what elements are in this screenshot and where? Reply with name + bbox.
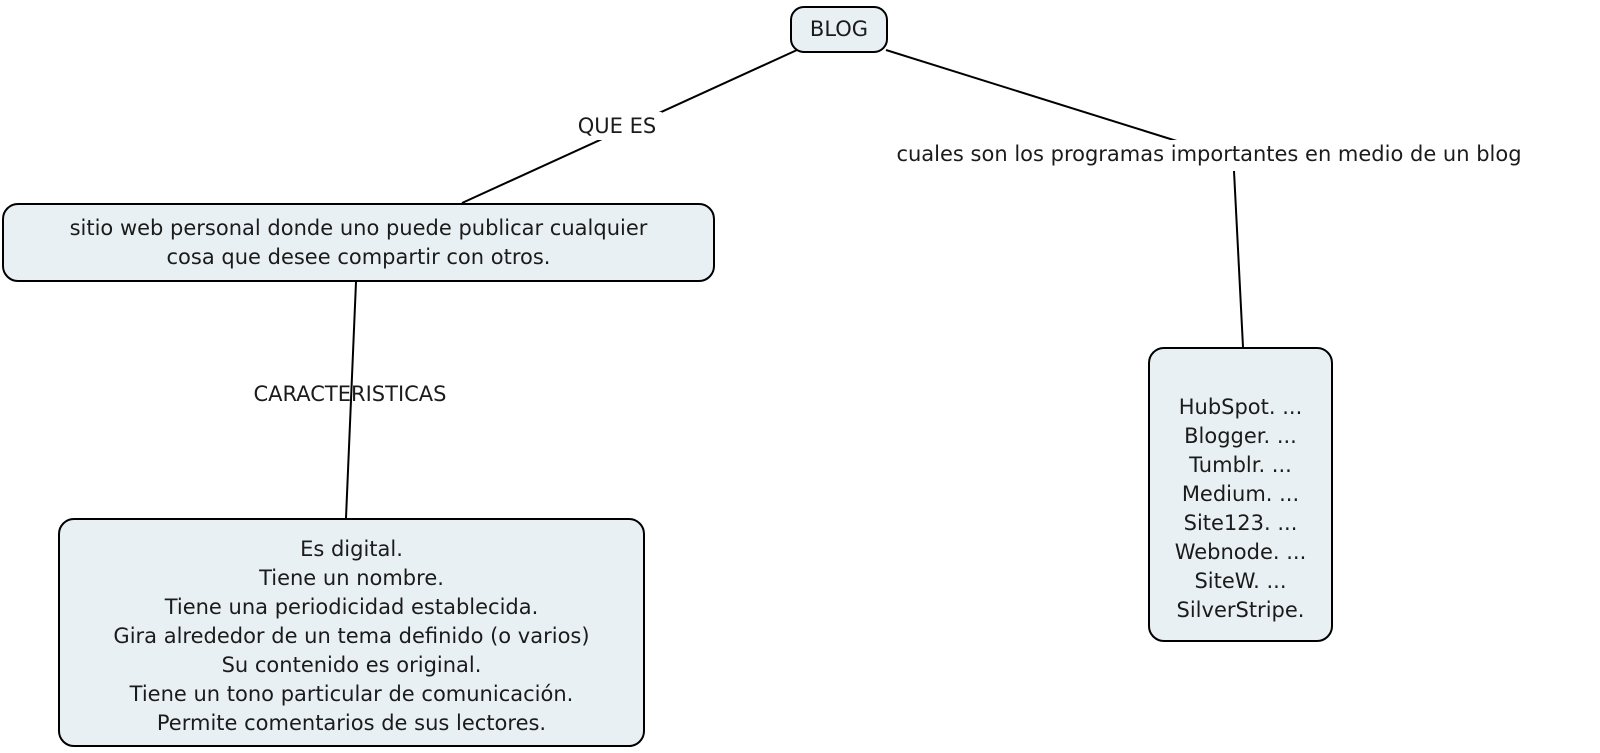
edge-line-programas-lower [1233, 170, 1244, 348]
concept-node-definition[interactable]: sitio web personal donde uno puede publi… [2, 203, 715, 282]
programa-item: Blogger. ... [1184, 424, 1297, 448]
programa-item: HubSpot. ... [1178, 395, 1303, 419]
programa-item: SiteW. ... [1194, 569, 1287, 593]
caracteristica-item: Tiene una periodicidad establecida. [164, 595, 539, 619]
caracteristica-item: Es digital. [300, 537, 403, 561]
programa-item: Webnode. ... [1174, 540, 1307, 564]
concept-node-blog-label: BLOG [809, 17, 869, 41]
programa-item: Medium. ... [1181, 482, 1300, 506]
edge-label-que-es[interactable]: QUE ES [571, 112, 663, 140]
definition-line: sitio web personal donde uno puede publi… [69, 215, 648, 240]
caracteristica-item: Tiene un nombre. [259, 566, 444, 590]
programa-item: Site123. ... [1183, 511, 1298, 535]
concept-node-caracteristicas[interactable]: Es digital. Tiene un nombre. Tiene una p… [58, 518, 645, 747]
programa-item: SilverStripe. [1176, 598, 1305, 622]
caracteristica-item: Permite comentarios de sus lectores. [156, 711, 547, 735]
programa-item: Tumblr. ... [1189, 453, 1292, 477]
caracteristica-item: Su contenido es original. [221, 653, 482, 677]
edge-line-programas-upper [885, 49, 1197, 148]
edge-label-caracteristicas[interactable]: CARACTERISTICAS [253, 382, 447, 406]
concept-node-blog[interactable]: BLOG [790, 6, 888, 53]
definition-line: cosa que desee compartir con otros. [166, 244, 551, 269]
caracteristica-item: Gira alrededor de un tema definido (o va… [113, 624, 590, 648]
caracteristica-item: Tiene un tono particular de comunicación… [129, 682, 574, 706]
edge-line-caracteristicas [345, 281, 357, 519]
concept-node-programas[interactable]: HubSpot. ... Blogger. ... Tumblr. ... Me… [1148, 347, 1333, 642]
edge-label-programas[interactable]: cuales son los programas importantes en … [890, 140, 1528, 168]
